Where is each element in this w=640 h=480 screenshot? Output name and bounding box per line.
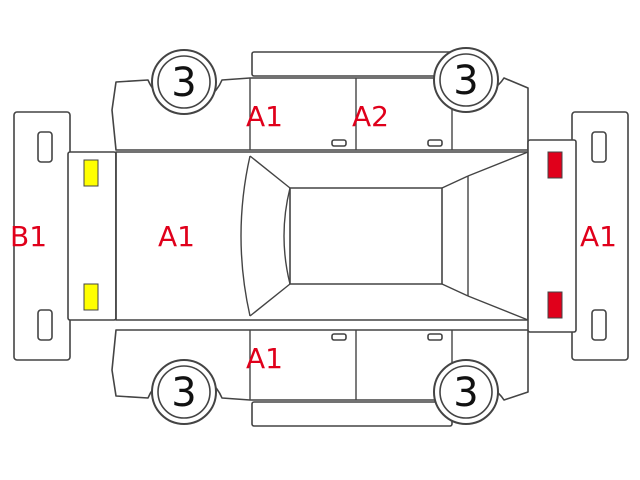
wheel-label: 3 (453, 370, 478, 416)
front-light-lower (83, 283, 99, 311)
top-view-body (67, 139, 577, 333)
roof-rail-upper (251, 51, 453, 77)
front-light-upper (83, 159, 99, 187)
wheel-front-upper: 3 (151, 49, 217, 115)
wheel-label: 3 (453, 58, 478, 104)
rear-light-upper (547, 151, 563, 179)
wheel-rear-upper: 3 (433, 47, 499, 113)
wheel-rear-lower: 3 (433, 359, 499, 425)
code-front-door-upper: A1 (246, 100, 283, 133)
rear-light-lower (547, 291, 563, 319)
code-rear-door-upper: A2 (352, 100, 389, 133)
wheel-front-lower: 3 (151, 359, 217, 425)
roof-rail-lower (251, 401, 453, 427)
code-front-door-lower: A1 (246, 342, 283, 375)
code-hood: A1 (158, 220, 195, 253)
code-rear-area: A1 (580, 220, 617, 253)
rear-bumper (571, 111, 629, 361)
wheel-label: 3 (171, 60, 196, 106)
code-front-bumper: B1 (10, 220, 47, 253)
wheel-label: 3 (171, 370, 196, 416)
